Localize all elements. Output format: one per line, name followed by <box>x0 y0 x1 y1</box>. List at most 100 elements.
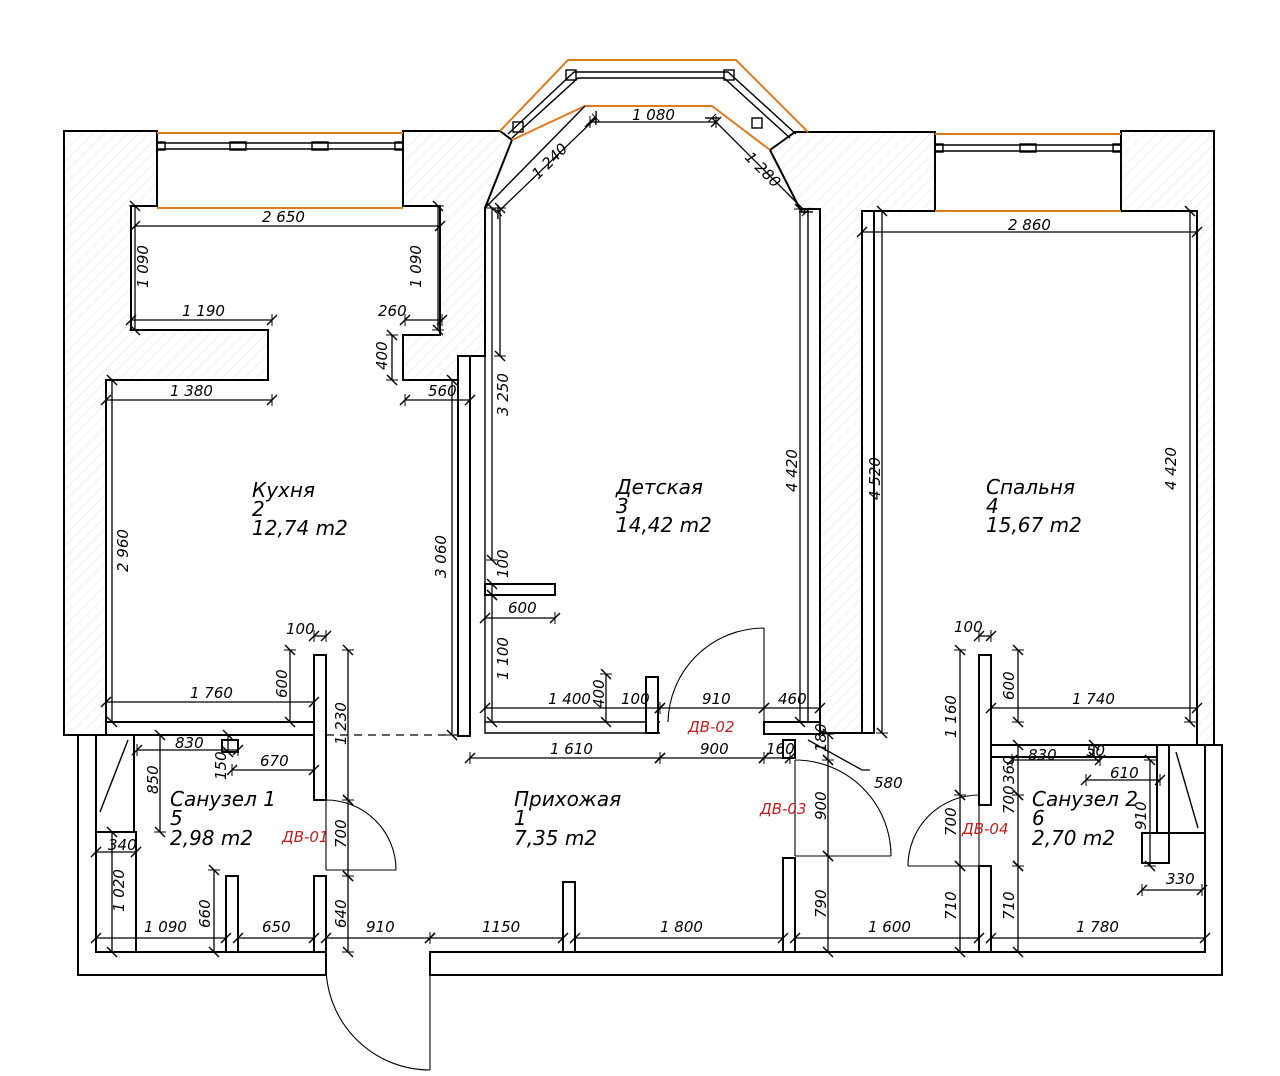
dim-460: 460 <box>778 690 807 708</box>
door-label-dv03: ДВ-03 <box>759 800 807 818</box>
door-label-dv04: ДВ-04 <box>961 820 1009 838</box>
dim-b2-830: 830 <box>1028 746 1057 764</box>
room-name: Спальня <box>986 475 1075 499</box>
dim-1740: 1 740 <box>1072 690 1115 708</box>
dim-hall-900: 900 <box>700 740 729 758</box>
room-area: 14,42 m2 <box>616 513 712 537</box>
dim-bed-600: 600 <box>1000 671 1018 700</box>
dim-kids-100b: 100 <box>621 690 650 708</box>
dim-50: 50 <box>1086 742 1105 760</box>
door-label-dv01: ДВ-01 <box>281 828 329 846</box>
dim-kitchen-600: 600 <box>273 669 291 698</box>
door-dv03 <box>794 759 892 857</box>
dim-1100: 1 100 <box>494 637 512 680</box>
dim-4520: 4 520 <box>866 457 884 500</box>
room-hall: Прихожая 1 7,35 m2 <box>514 787 621 850</box>
room-number: 6 <box>1032 806 1045 830</box>
room-name: Прихожая <box>514 787 621 811</box>
room-name: Санузел 2 <box>1032 787 1138 811</box>
dim-790: 790 <box>812 889 830 918</box>
room-bath1: Санузел 1 5 2,98 m2 <box>170 787 276 850</box>
dim-bed-100: 100 <box>954 618 983 636</box>
room-number: 2 <box>252 497 265 521</box>
dim-bay-1080: 1 080 <box>632 106 675 124</box>
dim-1020: 1 020 <box>110 869 128 912</box>
room-bath2: Санузел 2 6 2,70 m2 <box>1032 787 1138 850</box>
kitchen-window <box>156 132 404 209</box>
dim-b2-700a: 700 <box>942 807 960 836</box>
dim-1610: 1 610 <box>550 740 593 758</box>
dim-b1-700: 700 <box>332 819 350 848</box>
door-labels: ДВ-01 ДВ-02 ДВ-03 ДВ-04 <box>281 718 1009 846</box>
dim-1150: 1150 <box>482 918 520 936</box>
dim-610: 610 <box>1110 764 1139 782</box>
dim-bed-4420: 4 420 <box>1162 447 1180 490</box>
room-number: 3 <box>616 494 629 518</box>
dim-1760: 1 760 <box>190 684 233 702</box>
dim-kids-400: 400 <box>590 679 608 708</box>
dim-1800: 1 800 <box>660 918 703 936</box>
dim-400: 400 <box>373 341 391 370</box>
dim-180: 180 <box>812 723 830 752</box>
dim-kids-910: 910 <box>702 690 731 708</box>
room-area: 12,74 m2 <box>252 516 348 540</box>
dim-bot-1090: 1 090 <box>144 918 187 936</box>
bedroom-window <box>934 133 1122 212</box>
room-kids: Детская 3 14,42 m2 <box>615 475 712 537</box>
dim-kids-600: 600 <box>508 599 537 617</box>
room-number: 5 <box>170 806 183 830</box>
dim-850: 850 <box>144 765 162 794</box>
dim-360: 360 <box>1000 755 1018 784</box>
dim-640: 640 <box>332 899 350 928</box>
dim-670: 670 <box>260 752 289 770</box>
dim-bot-910: 910 <box>366 918 395 936</box>
room-area: 2,98 m2 <box>170 826 253 850</box>
dim-1780: 1 780 <box>1076 918 1119 936</box>
dim-kitchen-width: 2 650 <box>262 208 305 226</box>
dim-1380: 1 380 <box>170 382 213 400</box>
dim-650: 650 <box>262 918 291 936</box>
dim-660: 660 <box>196 899 214 928</box>
dim-b2-910: 910 <box>1132 801 1150 830</box>
dim-bay-1240: 1 240 <box>528 140 571 183</box>
dim-b1-830: 830 <box>175 734 204 752</box>
dim-2860: 2 860 <box>1008 216 1051 234</box>
room-area: 2,70 m2 <box>1032 826 1115 850</box>
room-number: 1 <box>514 806 527 830</box>
windows <box>156 59 1122 212</box>
room-area: 7,35 m2 <box>514 826 597 850</box>
dim-1190: 1 190 <box>182 302 225 320</box>
dimension-lines <box>90 110 1211 958</box>
room-name: Детская <box>615 475 703 499</box>
room-area: 15,67 m2 <box>986 513 1082 537</box>
dim-710a: 710 <box>942 891 960 920</box>
room-kitchen: Кухня 2 12,74 m2 <box>252 478 348 540</box>
dim-hall-900v: 900 <box>812 791 830 820</box>
bay-window <box>499 59 809 151</box>
room-number: 4 <box>986 494 999 518</box>
dim-560: 560 <box>428 382 457 400</box>
dim-3250: 3 250 <box>494 373 512 416</box>
dim-1600: 1 600 <box>868 918 911 936</box>
dim-b2-700b: 700 <box>1000 785 1018 814</box>
door-dv01 <box>325 799 397 871</box>
dim-kitchen-niche-left: 1 090 <box>134 245 152 288</box>
dim-1230: 1 230 <box>332 702 350 745</box>
room-bedroom: Спальня 4 15,67 m2 <box>986 475 1082 537</box>
dim-340: 340 <box>108 836 137 854</box>
door-label-dv02: ДВ-02 <box>687 718 735 736</box>
dim-580: 580 <box>874 774 903 792</box>
dim-1160: 1 160 <box>942 695 960 738</box>
dim-330: 330 <box>1166 870 1195 888</box>
dim-kids-4420: 4 420 <box>783 449 801 492</box>
dim-160: 160 <box>766 740 795 758</box>
room-labels: Кухня 2 12,74 m2 Детская 3 14,42 m2 Спал… <box>170 475 1138 850</box>
dim-kitchen-100: 100 <box>286 620 315 638</box>
room-name: Санузел 1 <box>170 787 276 811</box>
room-name: Кухня <box>252 478 315 502</box>
entrance-door <box>325 965 431 1071</box>
dim-2960: 2 960 <box>114 529 132 572</box>
dim-1400: 1 400 <box>548 690 591 708</box>
dim-150: 150 <box>212 751 230 780</box>
